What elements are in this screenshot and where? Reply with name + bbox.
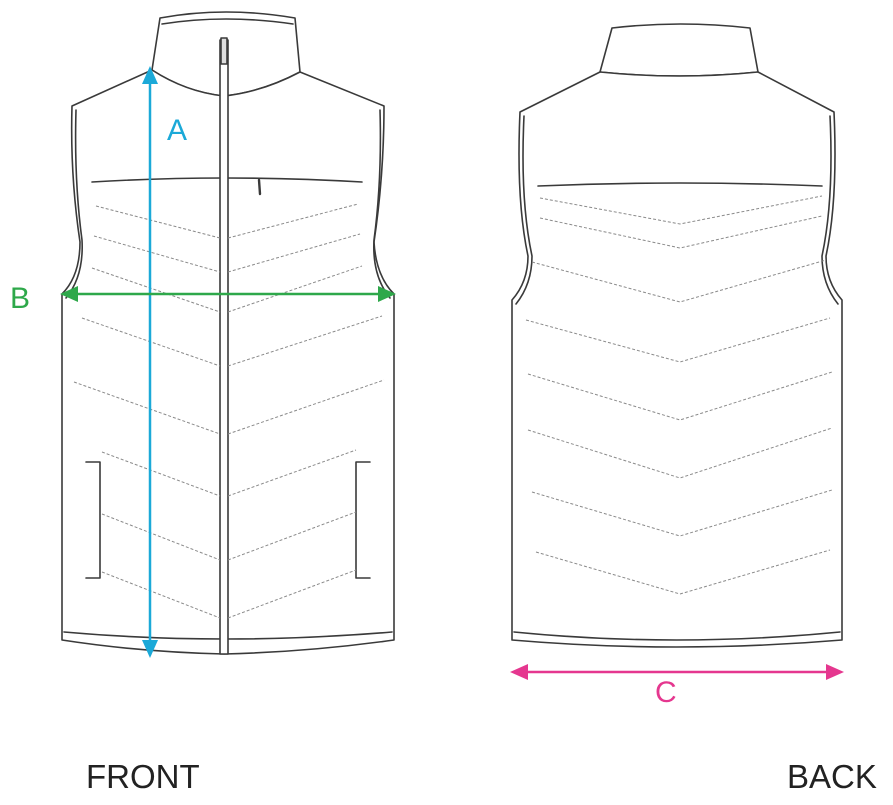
- front-quilting: [73, 203, 385, 619]
- front-view-label: FRONT: [86, 758, 200, 795]
- front-zipper: [219, 39, 229, 655]
- dimension-a-label: A: [167, 114, 188, 147]
- front-chest-zipper: [259, 180, 260, 194]
- back-body-outline: [512, 72, 842, 647]
- front-pocket-left: [86, 462, 100, 578]
- back-hem-band: [514, 632, 840, 640]
- dimension-c-arrow: [510, 664, 844, 680]
- dimension-b-arrow: [60, 286, 396, 302]
- back-view-label: BACK: [787, 758, 877, 795]
- front-armhole-left: [66, 110, 82, 298]
- back-armhole-right: [822, 116, 838, 304]
- front-pocket-right: [356, 462, 370, 578]
- dimension-c-label: C: [655, 676, 677, 709]
- back-collar: [600, 24, 758, 76]
- back-vest: [512, 24, 842, 647]
- front-zipper-pull: [220, 37, 228, 65]
- back-armhole-left: [516, 116, 532, 304]
- back-yoke-seam: [538, 183, 822, 186]
- dimension-a-arrow: [142, 66, 158, 658]
- front-vest: [62, 12, 394, 655]
- dimension-b-label: B: [10, 282, 31, 315]
- back-quilting: [525, 195, 833, 595]
- front-collar-inner: [162, 19, 293, 24]
- front-armhole-right: [374, 110, 390, 298]
